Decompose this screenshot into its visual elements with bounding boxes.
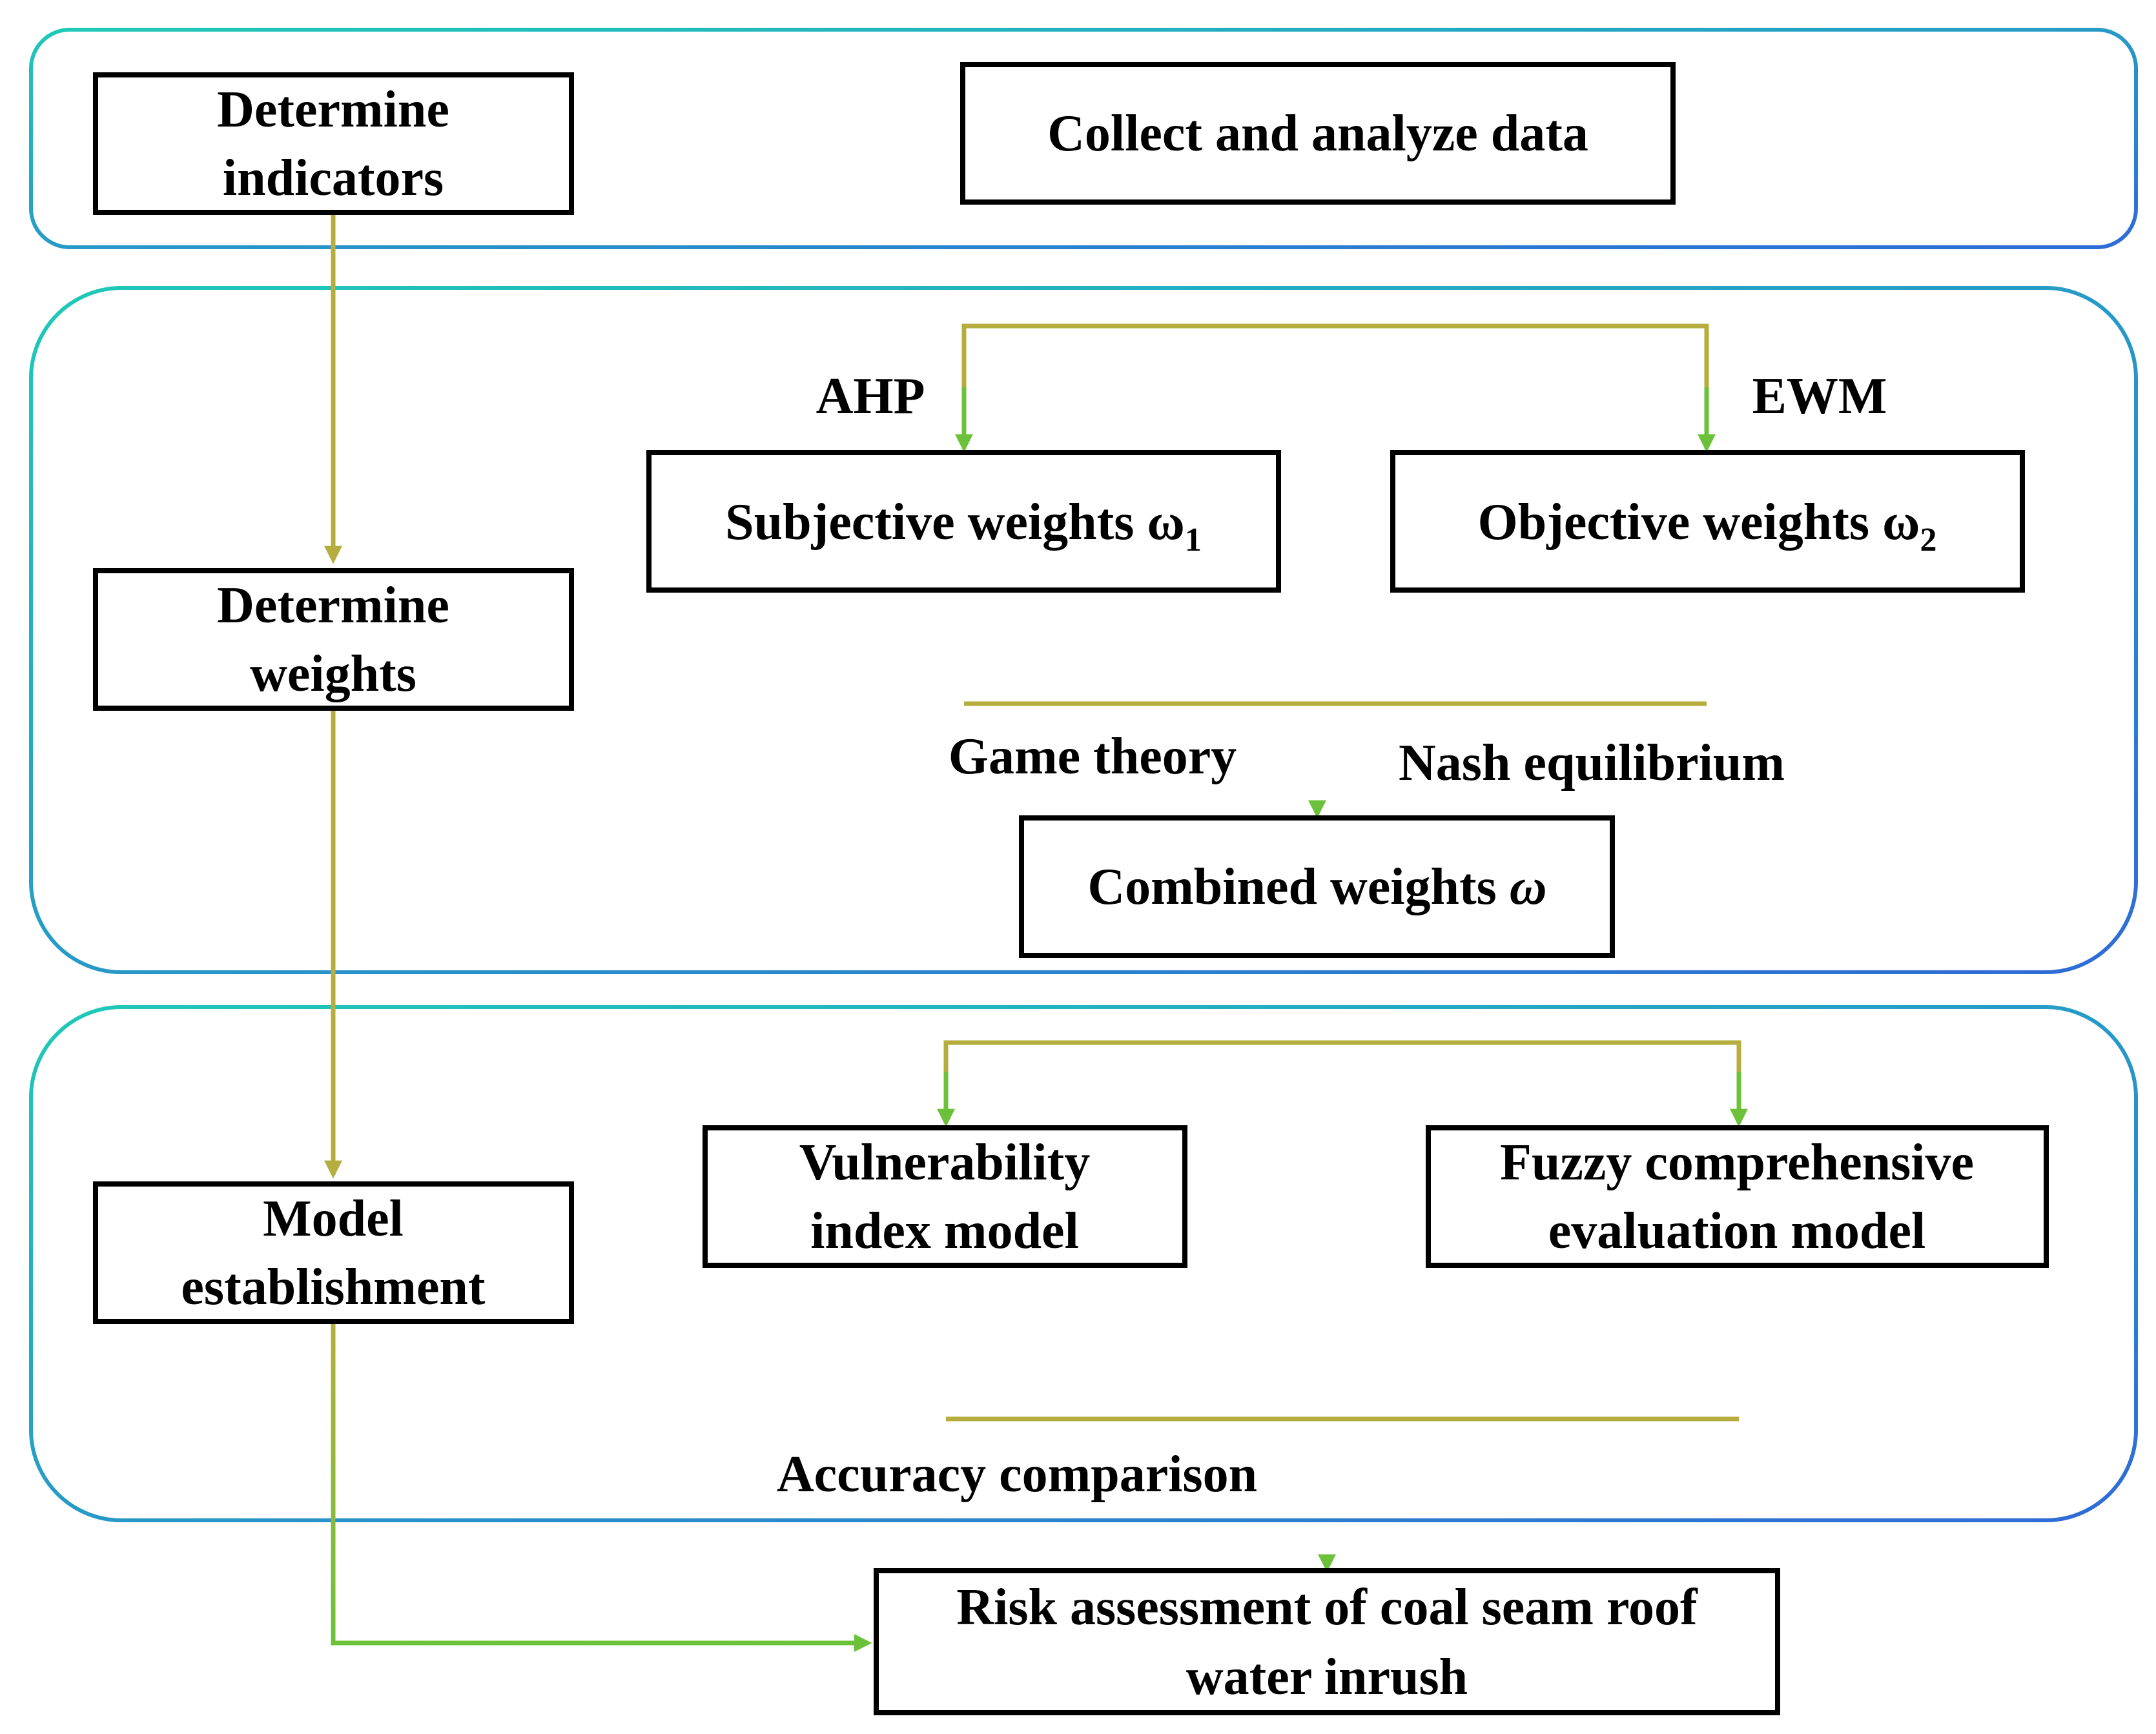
box-determine-indicators <box>93 72 574 215</box>
fuzzy-line-1: Fuzzy comprehensive <box>1500 1134 1974 1191</box>
subjective-weights-label: Subjective weights ω1 <box>725 494 1202 558</box>
vulnerability-line-1: Vulnerability <box>799 1134 1090 1191</box>
indicators-line-1: Determine <box>217 81 449 138</box>
box-collect-data <box>960 62 1676 205</box>
combined-gap <box>1497 859 1510 915</box>
weights-line-2: weights <box>250 646 416 702</box>
connector-split-models <box>943 1040 1741 1120</box>
accuracy-comparison-label: Accuracy comparison <box>777 1446 1257 1503</box>
collect-data-label: Collect and analyze data <box>1047 105 1588 162</box>
fuzzy-line-2: evaluation model <box>1548 1203 1925 1260</box>
box-subjective-weights <box>646 450 1281 593</box>
box-vulnerability-model <box>703 1125 1187 1268</box>
vulnerability-line-2: index model <box>810 1203 1079 1260</box>
subjective-text: Subjective weights ω <box>725 494 1185 551</box>
panel-weights <box>29 286 2138 974</box>
ahp-label: AHP <box>816 368 925 425</box>
objective-text: Objective weights ω <box>1478 494 1920 551</box>
box-fuzzy-model <box>1426 1125 2049 1268</box>
ewm-label: EWM <box>1752 368 1887 425</box>
box-model-establishment <box>93 1181 574 1324</box>
panel-data-collection <box>29 28 2138 249</box>
arrow-model-to-risk <box>331 1323 865 1646</box>
risk-line-2: water inrush <box>1186 1649 1468 1706</box>
box-risk-assessment <box>874 1568 1780 1715</box>
model-line-2: establishment <box>181 1259 485 1316</box>
combined-weights-label: Combined weights ω <box>1087 859 1546 915</box>
box-objective-weights <box>1390 450 2025 593</box>
subjective-subscript: 1 <box>1185 522 1202 558</box>
panel-models <box>29 1005 2138 1522</box>
game-theory-label: Game theory <box>949 728 1237 785</box>
box-combined-weights <box>1019 815 1615 958</box>
objective-subscript: 2 <box>1920 522 1937 558</box>
connector-split-weights <box>961 323 1709 445</box>
nash-equilibrium-label: Nash equilibrium <box>1399 735 1785 791</box>
objective-weights-label: Objective weights ω2 <box>1478 494 1937 558</box>
combined-symbol: ω <box>1510 859 1547 915</box>
box-determine-weights <box>93 568 574 711</box>
indicators-line-2: indicators <box>223 150 444 207</box>
weights-line-1: Determine <box>217 577 449 634</box>
combined-text: Combined weights <box>1087 859 1496 915</box>
risk-line-1: Risk assessment of coal seam roof <box>956 1579 1698 1636</box>
model-line-1: Model <box>263 1190 404 1247</box>
